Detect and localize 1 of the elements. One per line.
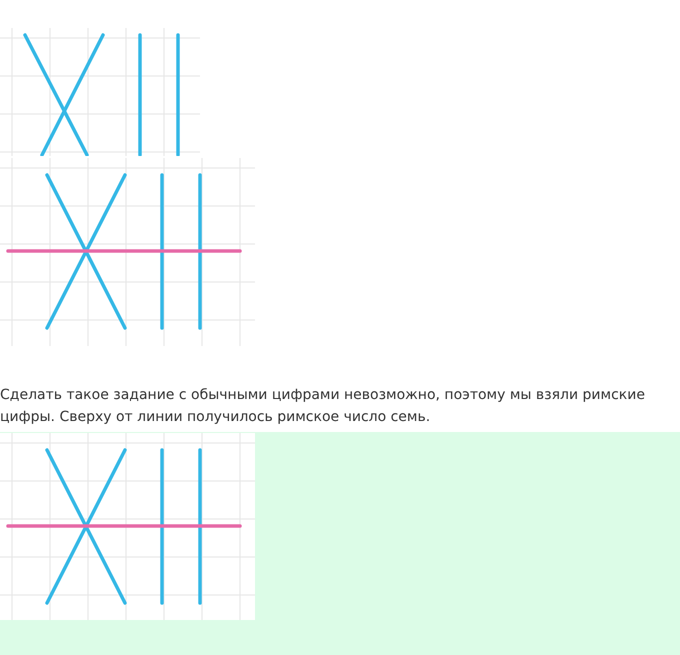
paragraph: Сделать такое задание с обычными цифрами невозможно, поэтому мы взяли римские цифры. Сверху от линии получилось римское число семь. xyxy=(0,386,646,427)
